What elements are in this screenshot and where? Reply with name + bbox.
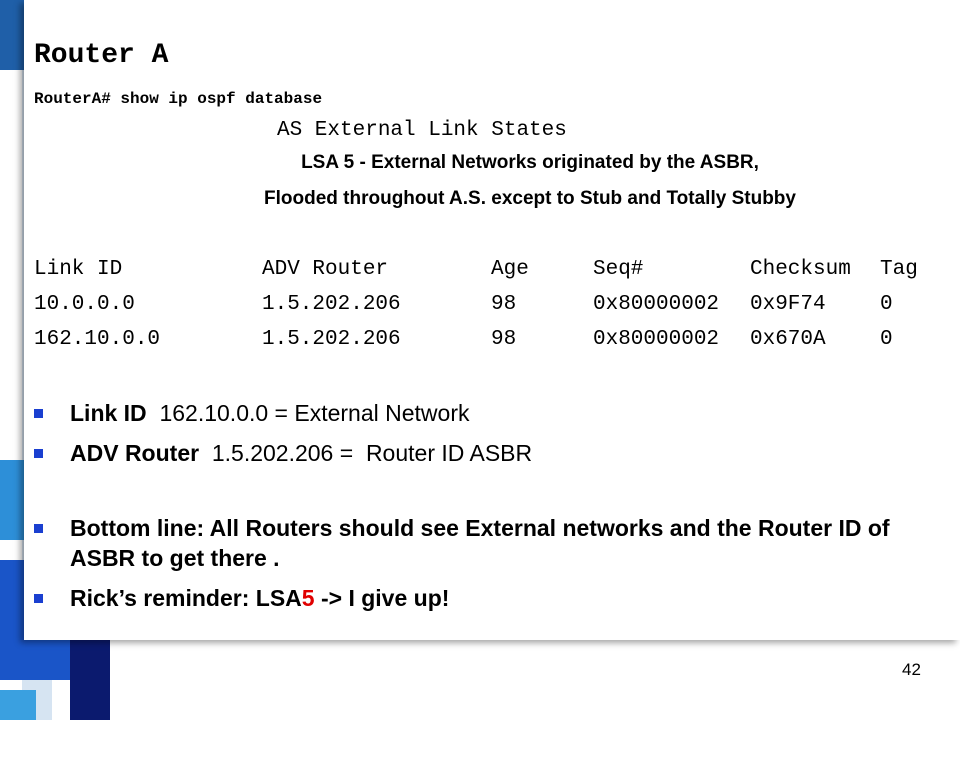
square-bullet-icon — [34, 449, 43, 458]
lsa-description-line-1: LSA 5 - External Networks originated by … — [301, 152, 759, 173]
reminder-suffix: -> I give up! — [314, 585, 450, 611]
bullet-text: 1.5.202.206 = Router ID ASBR — [199, 440, 533, 466]
column-header-tag: Tag — [880, 258, 918, 281]
table-cell: 98 — [491, 293, 517, 316]
table-cell: 162.10.0.0 — [34, 328, 161, 351]
section-heading: AS External Link States — [277, 119, 567, 142]
square-bullet-icon — [34, 594, 43, 603]
column-header-age: Age — [491, 258, 529, 281]
table-cell: 10.0.0.0 — [34, 293, 135, 316]
table-cell: 0 — [880, 328, 893, 351]
bullet-text: Bottom line: All Routers should see Exte… — [70, 515, 890, 571]
table-cell: 0x670A — [750, 328, 826, 351]
table-cell: 1.5.202.206 — [262, 293, 401, 316]
lsa-description-line-2: Flooded throughout A.S. except to Stub a… — [264, 188, 796, 209]
column-header-seq: Seq# — [593, 258, 644, 281]
page-number: 42 — [902, 660, 921, 679]
reminder-highlight: 5 — [301, 585, 315, 611]
table-cell: 0x80000002 — [593, 293, 720, 316]
bullet-label: ADV Router — [70, 440, 200, 466]
stripe-block — [0, 690, 36, 720]
ospf-database-table: Link ID ADV Router Age Seq# Checksum Tag… — [34, 258, 918, 764]
square-bullet-icon — [34, 409, 43, 418]
cli-command: RouterA# show ip ospf database — [34, 90, 323, 108]
square-bullet-icon — [34, 524, 43, 533]
table-cell: 98 — [491, 328, 517, 351]
column-header-checksum: Checksum — [750, 258, 851, 281]
table-cell: 0x80000002 — [593, 328, 720, 351]
bullet-label: Link ID — [70, 400, 147, 426]
column-header-adv-router: ADV Router — [262, 258, 389, 281]
slide-panel — [24, 0, 960, 640]
column-header-link-id: Link ID — [34, 258, 123, 281]
table-cell: 1.5.202.206 — [262, 328, 401, 351]
slide-title: Router A — [34, 40, 169, 71]
reminder-prefix: Rick’s reminder: LSA — [70, 585, 302, 611]
bullet-text: 162.10.0.0 = External Network — [146, 400, 470, 426]
table-cell: 0x9F74 — [750, 293, 826, 316]
table-cell: 0 — [880, 293, 893, 316]
stripe-block — [70, 640, 110, 720]
